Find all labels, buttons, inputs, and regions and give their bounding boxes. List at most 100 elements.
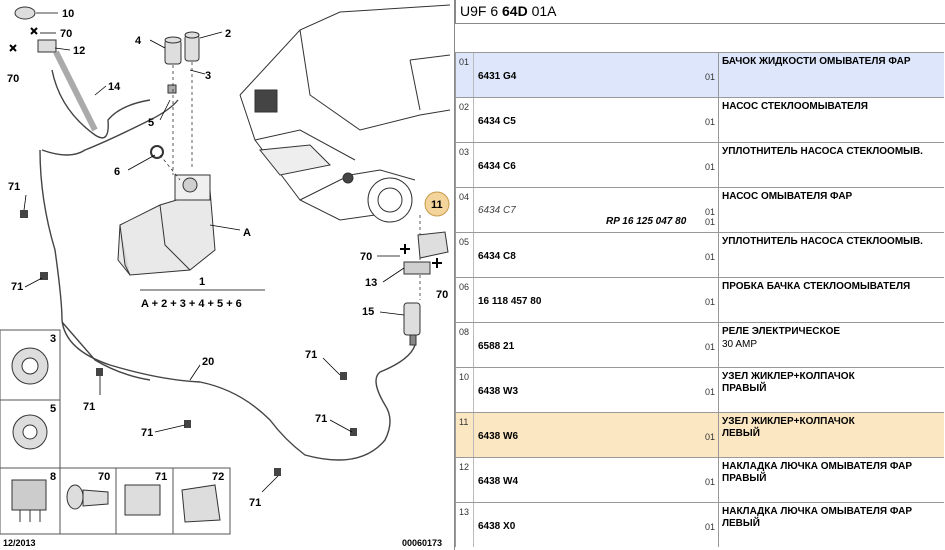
washer-pumps xyxy=(150,31,200,159)
callout-11: 11 xyxy=(431,199,443,211)
part-row-number: 12 xyxy=(459,462,470,472)
part-row[interactable]: 06 16 118 457 80 01 ПРОБКА БАЧКА СТЕКЛООМЫВ… xyxy=(455,277,944,322)
part-reference: 6434 C8 xyxy=(478,251,516,262)
inset-label-71: 71 xyxy=(155,471,167,483)
diagram-canvas: 10 70 12 70 14 4 2 3 5 6 A 1 A + 2 + 3 +… xyxy=(0,0,455,550)
callout-20: 20 xyxy=(202,356,214,368)
part-row-number: 01 xyxy=(459,57,470,67)
callout-10: 10 xyxy=(62,8,74,20)
callout-labels: 10 70 12 70 14 4 2 3 5 6 A 1 A + 2 + 3 +… xyxy=(7,8,448,509)
part-description: БАЧОК ЖИДКОСТИ ОМЫВАТЕЛЯ ФАР xyxy=(722,56,911,67)
inset-label-3: 3 xyxy=(50,333,56,345)
callout-70: 70 xyxy=(436,289,448,301)
part-description: УЗЕЛ ЖИКЛЕР+КОЛПАЧОК ЛЕВЫЙ xyxy=(722,416,855,439)
part-reference: 6434 C6 xyxy=(478,161,516,172)
part-reference: 6438 W3 xyxy=(478,386,519,397)
column-divider xyxy=(473,98,474,142)
part-quantity: 01 xyxy=(705,297,716,307)
replacement-part-number: RP 16 125 047 80 xyxy=(606,216,687,227)
column-divider xyxy=(718,368,719,412)
catalog-header: U9F 6 64D 01A xyxy=(455,0,945,24)
van-illustration xyxy=(239,4,451,223)
part-description: УПЛОТНИТЕЛЬ НАСОСА СТЕКЛООМЫВ. xyxy=(722,146,923,157)
callout-5: 5 xyxy=(148,117,154,129)
column-divider xyxy=(473,503,474,547)
part-row-number: 08 xyxy=(459,327,470,337)
callout-15: 15 xyxy=(362,306,374,318)
part-reference: 6588 21 xyxy=(478,341,515,352)
callout-4: 4 xyxy=(135,35,142,47)
part-quantity: 01 xyxy=(705,432,716,442)
hose-clips xyxy=(20,210,357,476)
part-description: НАКЛАДКА ЛЮЧКА ОМЫВАТЕЛЯ ФАР ПРАВЫЙ xyxy=(722,461,912,484)
callout-6: 6 xyxy=(114,166,120,178)
column-divider xyxy=(473,458,474,502)
callout-11-badge[interactable] xyxy=(424,191,450,217)
callout-3: 3 xyxy=(205,70,211,82)
column-divider xyxy=(718,413,719,457)
part-quantity: 01 xyxy=(705,207,716,217)
part-row-number: 04 xyxy=(459,192,470,202)
part-quantity: 01 xyxy=(705,162,716,172)
part-description: ПРОБКА БАЧКА СТЕКЛООМЫВАТЕЛЯ xyxy=(722,281,911,292)
header-suffix: 01A xyxy=(527,3,557,19)
column-divider xyxy=(473,368,474,412)
callout-71: 71 xyxy=(141,427,153,439)
callout-A: A xyxy=(243,227,251,239)
callout-14: 14 xyxy=(108,81,121,93)
callout-70: 70 xyxy=(60,28,72,40)
part-reference: 6438 W4 xyxy=(478,476,519,487)
inset-parts-grid xyxy=(0,329,231,535)
callout-71: 71 xyxy=(83,401,95,413)
column-divider xyxy=(718,233,719,277)
column-divider xyxy=(718,143,719,187)
column-divider xyxy=(718,278,719,322)
callout-2: 2 xyxy=(225,28,231,40)
part-row-number: 11 xyxy=(459,417,469,427)
diagram-code: 00060173 xyxy=(402,538,442,548)
part-reference: 6434 C5 xyxy=(478,116,516,127)
inset-labels: 3 5 8 70 71 72 xyxy=(50,333,224,483)
callout-71: 71 xyxy=(315,413,327,425)
header-bold-code: 64D xyxy=(502,3,528,19)
part-reference: 6434 C7 xyxy=(478,205,516,216)
column-divider xyxy=(718,503,719,547)
column-divider xyxy=(718,98,719,142)
inset-drawings xyxy=(11,347,221,523)
part-row-number: 05 xyxy=(459,237,470,247)
part-description-detail: 30 AMP xyxy=(722,339,758,350)
callout-71: 71 xyxy=(305,349,317,361)
part-quantity: 01 xyxy=(705,252,716,262)
callout-71: 71 xyxy=(249,497,261,509)
part-quantity: 01 xyxy=(705,522,716,532)
part-reference: 16 118 457 80 xyxy=(478,296,542,307)
headlamp-jet xyxy=(403,231,449,346)
part-description: НАСОС ОМЫВАТЕЛЯ ФАР xyxy=(722,191,853,202)
part-description: НАКЛАДКА ЛЮЧКА ОМЫВАТЕЛЯ ФАР ЛЕВЫЙ xyxy=(722,506,912,529)
part-quantity: 01 xyxy=(705,217,716,227)
part-description: УЗЕЛ ЖИКЛЕР+КОЛПАЧОК ПРАВЫЙ xyxy=(722,371,855,394)
column-divider xyxy=(718,53,719,97)
column-divider xyxy=(473,143,474,187)
part-row-number: 03 xyxy=(459,147,470,157)
column-divider xyxy=(718,188,719,232)
parts-diagram: 10 70 12 70 14 4 2 3 5 6 A 1 A + 2 + 3 +… xyxy=(0,0,455,550)
part-row[interactable]: 03 6434 C6 01 УПЛОТНИТЕЛЬ НАСОСА СТЕКЛООМЫВ… xyxy=(455,142,944,187)
part-row-number: 06 xyxy=(459,282,470,292)
callout-70: 70 xyxy=(7,73,19,85)
rear-nozzle-assembly xyxy=(14,6,98,132)
column-divider xyxy=(473,53,474,97)
washer-hose xyxy=(39,69,416,461)
callout-71: 71 xyxy=(11,281,23,293)
inset-label-8: 8 xyxy=(50,471,56,483)
